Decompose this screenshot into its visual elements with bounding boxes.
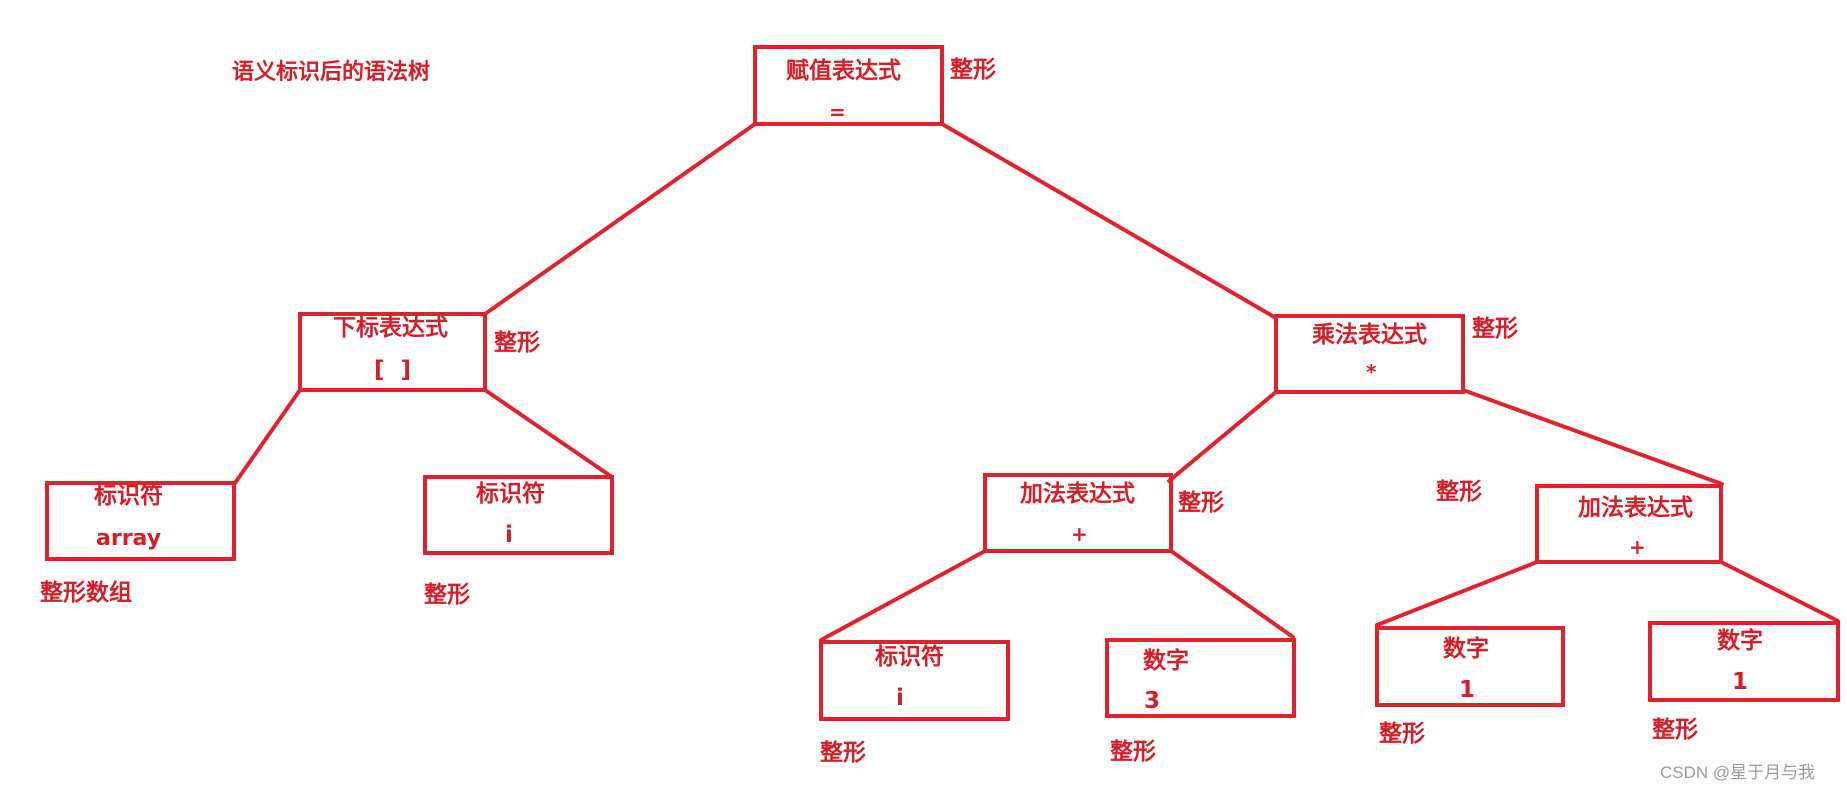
- node-box-num-3: [1105, 638, 1296, 718]
- edge-addright-1b: [1719, 560, 1840, 623]
- node-box-num-1b: [1648, 621, 1840, 702]
- node-name-id-array: 标识符: [94, 483, 163, 509]
- node-op-mul: *: [1366, 360, 1377, 384]
- node-name-num-1a: 数字: [1443, 636, 1489, 662]
- edge-assign-subscript: [483, 122, 757, 316]
- edge-assign-mul: [940, 122, 1278, 320]
- node-op-id-i-right: i: [896, 685, 904, 711]
- node-name-id-i-right: 标识符: [875, 644, 944, 670]
- node-type-subscript: 整形: [494, 330, 540, 356]
- node-op-num-3: 3: [1144, 688, 1161, 714]
- node-name-assign: 赋值表达式: [786, 58, 901, 84]
- watermark: CSDN @星于月与我: [1660, 763, 1816, 782]
- node-box-id-array: [45, 481, 236, 561]
- node-name-subscript: 下标表达式: [333, 315, 448, 341]
- node-box-id-i-left: [423, 475, 614, 555]
- node-name-id-i-left: 标识符: [476, 481, 545, 507]
- edge-addleft-3: [1169, 549, 1295, 639]
- edge-addleft-i: [819, 549, 987, 642]
- edge-subscript-array: [233, 388, 302, 485]
- node-type-num-1b: 整形: [1652, 717, 1698, 743]
- node-name-mul: 乘法表达式: [1312, 322, 1427, 348]
- edge-mul-addright: [1461, 388, 1724, 486]
- node-type-id-array: 整形数组: [40, 580, 132, 606]
- node-type-assign: 整形: [950, 57, 996, 83]
- node-type-mul: 整形: [1472, 316, 1518, 342]
- node-name-num-3: 数字: [1143, 648, 1189, 674]
- node-box-add-left: [983, 473, 1173, 553]
- diagram-title: 语义标识后的语法树: [232, 60, 431, 85]
- node-op-num-1a: 1: [1459, 677, 1476, 703]
- edge-addright-1a: [1375, 560, 1539, 627]
- node-type-num-3: 整形: [1110, 739, 1156, 765]
- node-op-subscript: [ ]: [374, 357, 412, 383]
- node-box-num-1a: [1375, 626, 1565, 707]
- node-op-add-right: +: [1629, 535, 1646, 559]
- node-op-id-array: array: [96, 526, 162, 551]
- node-op-assign: =: [829, 100, 846, 124]
- node-name-add-left: 加法表达式: [1020, 481, 1135, 507]
- node-box-assign: [753, 45, 944, 126]
- node-op-num-1b: 1: [1732, 669, 1749, 695]
- node-type-num-1a: 整形: [1379, 721, 1425, 747]
- node-op-add-left: +: [1071, 522, 1088, 546]
- node-box-id-i-right: [819, 640, 1010, 721]
- node-op-id-i-left: i: [505, 522, 513, 548]
- node-type-add-left: 整形: [1178, 490, 1224, 516]
- node-name-num-1b: 数字: [1717, 628, 1763, 654]
- node-type-id-i-left: 整形: [424, 582, 470, 608]
- node-name-add-right: 加法表达式: [1578, 495, 1693, 521]
- node-box-mul: [1274, 314, 1465, 394]
- edge-subscript-i: [483, 388, 614, 479]
- node-type-id-i-right: 整形: [820, 740, 866, 766]
- node-box-add-right: [1535, 484, 1723, 564]
- edge-mul-addleft: [1167, 390, 1278, 483]
- node-box-subscript: [298, 312, 487, 392]
- node-type-add-right: 整形: [1436, 479, 1482, 505]
